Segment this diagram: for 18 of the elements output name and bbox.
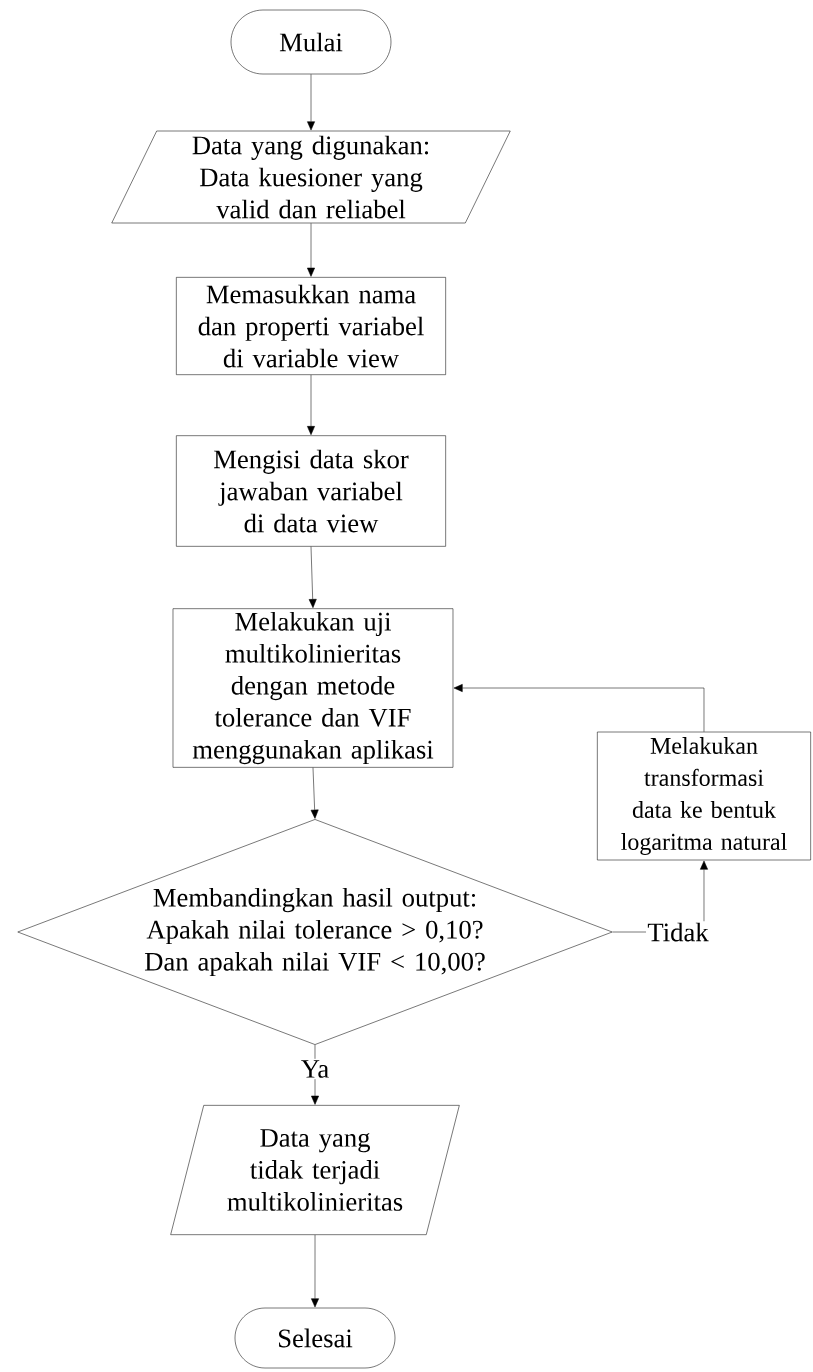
arrow [307,223,315,277]
end-terminal: Selesai [234,1307,396,1369]
arrow [453,684,705,732]
edge-label: Tidak [646,921,710,943]
start-terminal: Mulai [230,9,392,75]
arrow [307,74,315,131]
process-box: Memasukkan nama dan properti variabel di variable view [176,277,446,375]
arrow [311,1044,319,1105]
process-box: Mengisi data skor jawaban variabel di data view [176,435,446,547]
arrow [311,1234,319,1308]
input-parallelogram: Data yang digunakan: Data kuesioner yang valid dan reliabel [111,130,511,224]
output-parallelogram: Data yang tidak terjadi multikolinieritas [170,1105,460,1235]
process-box: Melakukan uji multikolinieritas dengan metode tolerance dan VIF menggunakan aplikasi [172,608,454,768]
arrow [308,546,317,608]
edge-label: Ya [299,1058,331,1080]
arrow [307,374,315,435]
arrow [310,767,319,819]
process-box: Melakukan transformasi data ke bentuk logaritma natural [597,731,811,861]
